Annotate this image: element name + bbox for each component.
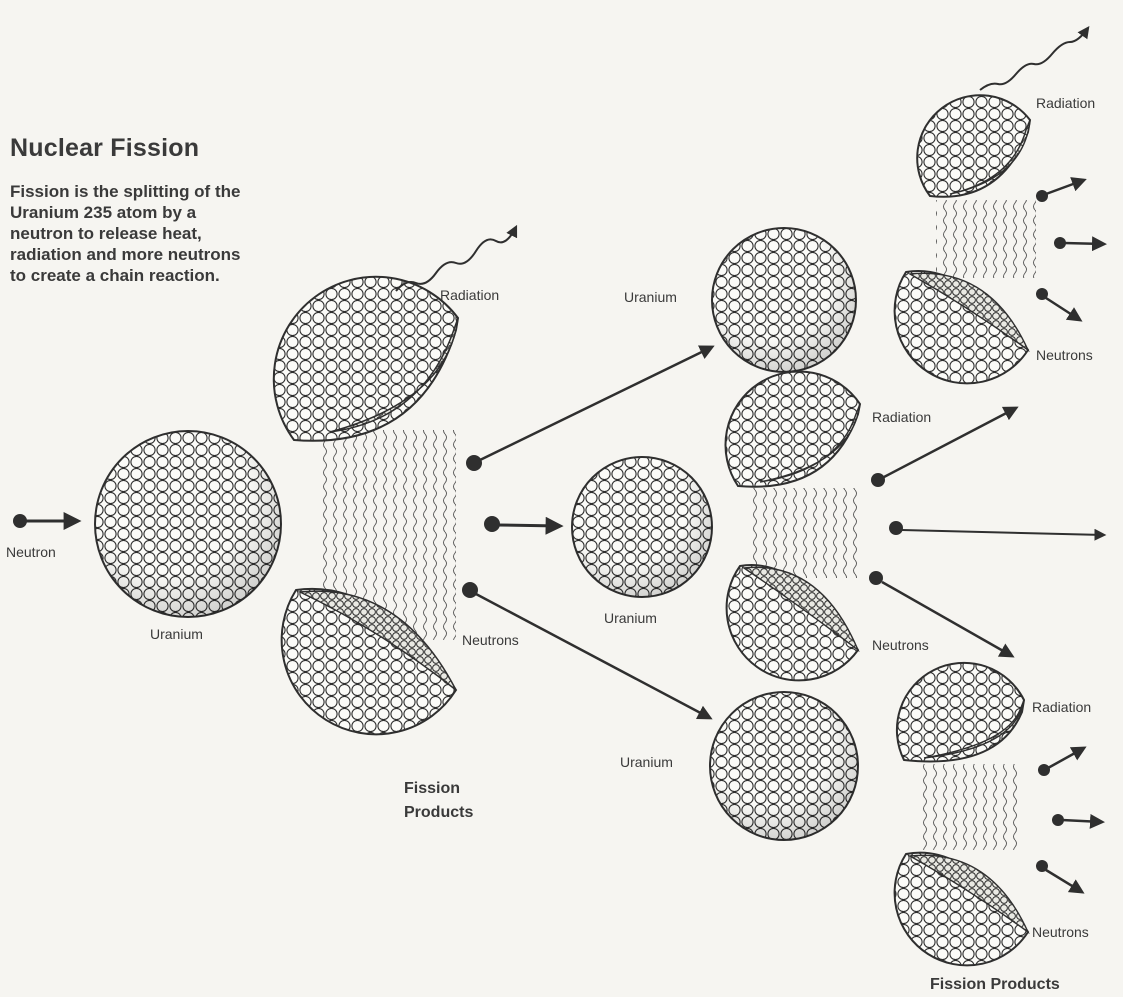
neutron-small-arrow-top-3 xyxy=(1036,288,1080,320)
uranium-atom-lower xyxy=(710,692,858,840)
label-neutron: Neutron xyxy=(6,544,56,560)
label-neutrons-bottom: Neutrons xyxy=(1032,924,1089,940)
radiation-wave-top xyxy=(980,28,1088,90)
diagram-description: Fission is the splitting of the Uranium … xyxy=(10,181,260,286)
incoming-neutron-arrow xyxy=(13,514,78,528)
uranium-atom-upper xyxy=(712,228,856,372)
neutron-small-arrow-top-2 xyxy=(1054,237,1104,249)
label-radiation-center: Radiation xyxy=(440,287,499,303)
neutron-small-arrow-bottom-3 xyxy=(1036,860,1082,892)
neutron-small-arrow-bottom-2 xyxy=(1052,814,1102,826)
fission-products-pair-middle xyxy=(726,372,860,681)
label-radiation-top: Radiation xyxy=(1036,95,1095,111)
label-radiation-bottom: Radiation xyxy=(1032,699,1091,715)
label-neutrons-center: Neutrons xyxy=(462,632,519,648)
neutron-arrow-middle xyxy=(484,516,560,532)
label-uranium-lower: Uranium xyxy=(620,754,673,770)
label-fission-products: Fission Products xyxy=(930,973,1060,997)
label-uranium-middle: Uranium xyxy=(604,610,657,626)
fission-products-pair-top xyxy=(895,95,1036,383)
neutron-arrow-right-mid xyxy=(889,521,1104,535)
neutron-arrow-down xyxy=(462,582,710,718)
uranium-atom-middle xyxy=(572,457,712,597)
fission-products-pair-bottom xyxy=(895,663,1028,965)
neutron-small-arrow-bottom-1 xyxy=(1038,748,1084,776)
uranium-atom-sphere xyxy=(95,431,281,617)
label-neutrons-middle: Neutrons xyxy=(872,637,929,653)
label-fission: Fission xyxy=(404,777,460,801)
label-uranium-upper: Uranium xyxy=(624,289,677,305)
fission-products-pair xyxy=(274,277,458,735)
diagram-title: Nuclear Fission xyxy=(10,134,199,163)
label-uranium-main: Uranium xyxy=(150,626,203,642)
label-neutrons-top: Neutrons xyxy=(1036,347,1093,363)
radiation-wave-center xyxy=(396,227,516,291)
neutron-arrow-up xyxy=(466,347,712,471)
neutron-small-arrow-top-1 xyxy=(1036,180,1084,202)
label-products: Products xyxy=(404,801,473,825)
label-radiation-middle: Radiation xyxy=(872,409,931,425)
